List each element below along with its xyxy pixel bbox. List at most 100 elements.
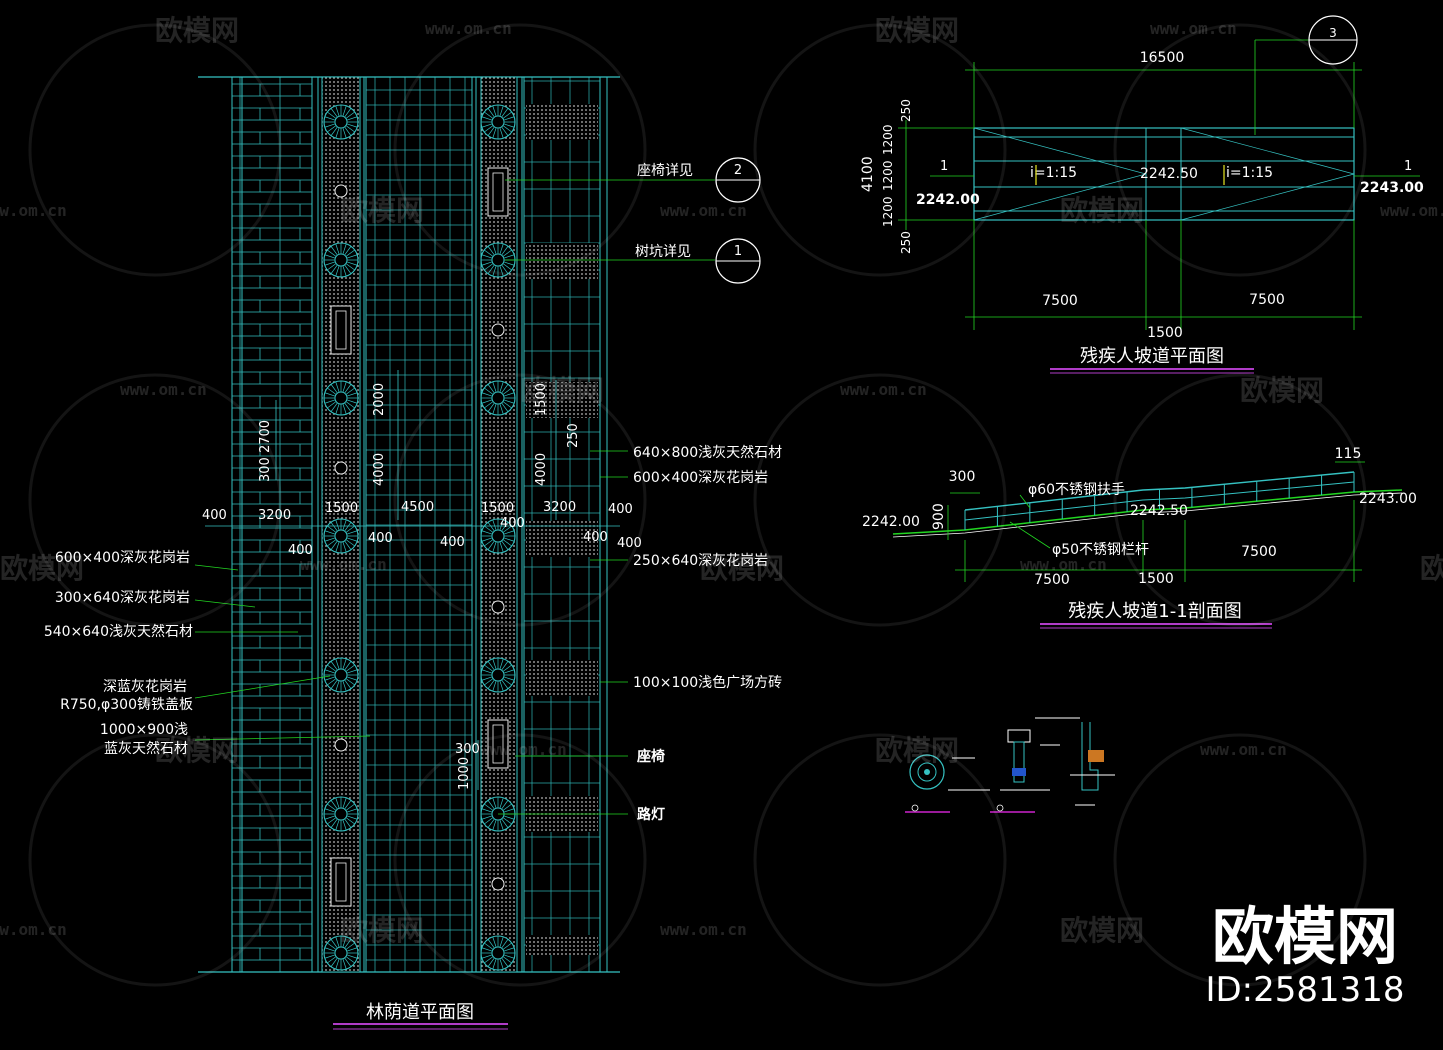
cut-mark-right: 1 <box>1404 159 1412 174</box>
watermark-brand: 欧模网 <box>875 14 959 47</box>
dim-text: 900 <box>931 503 947 530</box>
plan-leaders <box>194 179 715 815</box>
watermark-arc <box>753 23 1007 277</box>
dim-text: 7500 <box>1241 544 1277 560</box>
dim-text: 250 <box>566 423 581 448</box>
leader-line <box>1019 494 1031 509</box>
watermark-url: www.om.cn <box>120 380 207 399</box>
ramp-plan: 3 16500 7500 7500 1500 4100 250 1200 120… <box>860 15 1424 374</box>
dim-text: 1500 <box>534 383 549 416</box>
watermark-arc <box>1113 733 1367 987</box>
brand-logo-text: 欧模网 <box>1212 900 1398 973</box>
watermark-brand: 欧模网 <box>340 194 424 227</box>
watermark-arc <box>393 373 647 627</box>
material-label: 250×640深灰花岗岩 <box>633 553 768 569</box>
lamp-icon <box>491 877 505 891</box>
slab-line <box>892 492 1403 538</box>
watermark-brand: 欧模网 <box>1060 194 1144 227</box>
dim-text: 7500 <box>1042 293 1078 309</box>
central-paving <box>365 76 473 973</box>
railing-detail-anchor <box>1088 750 1104 762</box>
dim-text: 2000 <box>372 383 387 416</box>
watermark-url: www.om.cn <box>300 555 387 574</box>
dim-text: 7500 <box>1034 572 1070 588</box>
dim-text: 400 <box>440 535 465 550</box>
dim-text: 1500 <box>325 501 358 516</box>
dim-text: 400 <box>202 508 227 523</box>
watermark-brand: 欧模网 <box>155 14 239 47</box>
dim-text: 1000 <box>457 757 472 790</box>
left-tree-pits <box>323 104 359 971</box>
watermark-url: www.om.cn <box>660 920 747 939</box>
dim-text: 4000 <box>372 453 387 486</box>
slope-line <box>973 173 1147 221</box>
stone-block <box>526 935 598 955</box>
leader-line <box>194 675 331 699</box>
slope-label: i=1:15 <box>1030 165 1077 181</box>
watermark-url: www.om.cn <box>1380 201 1443 220</box>
leader-line <box>194 564 239 571</box>
watermark-arc <box>1113 373 1367 627</box>
lamp-icon <box>334 461 348 475</box>
callout-label-bench: 座椅详见 <box>637 163 693 179</box>
tree-pit-icon <box>480 518 516 554</box>
tree-pit-icon <box>480 657 516 693</box>
callout-ref-treepit: 1 <box>734 244 742 259</box>
elevation-label: 2243.00 <box>1360 180 1424 196</box>
dim-text: 300 <box>949 469 976 485</box>
material-label: 600×400深灰花岗岩 <box>633 470 768 486</box>
dim-text: 250 <box>899 99 913 122</box>
watermark-brand: 欧模网 <box>520 374 604 407</box>
elevation-label: 2242.00 <box>862 514 920 530</box>
small-details <box>905 717 1115 813</box>
watermark-brand: 欧模网 <box>700 552 784 585</box>
dim-text: 250 <box>899 231 913 254</box>
tree-pit-icon <box>480 380 516 416</box>
material-label: R750,φ300铸铁盖板 <box>60 697 193 713</box>
ground-line <box>892 489 1403 535</box>
material-label: 540×640浅灰天然石材 <box>44 623 193 640</box>
watermark-url: www.om.cn <box>1150 19 1237 38</box>
stone-block <box>526 243 598 279</box>
watermark-url: www.om.cn <box>1020 555 1107 574</box>
tree-pit-icon <box>323 104 359 140</box>
handrail-label: φ60不锈钢扶手 <box>1028 482 1125 498</box>
bench-seat <box>492 172 504 212</box>
dim-text: 400 <box>583 530 608 545</box>
bench <box>487 167 509 217</box>
dim-text: 3200 <box>543 500 576 515</box>
callout-ref-bench: 2 <box>734 163 742 178</box>
ramp-section: 300 115 900 7500 1500 7500 φ60不锈钢扶手 φ50不… <box>862 446 1417 629</box>
watermark-url: www.om.cn <box>1200 740 1287 759</box>
bench-seat <box>335 862 347 902</box>
tree-pit-detail-center <box>924 769 930 775</box>
watermark-url: www.om.cn <box>0 201 67 220</box>
watermark-arc <box>753 373 1007 627</box>
dim-text: 400 <box>617 536 642 551</box>
section-ref-number: 3 <box>1329 26 1337 40</box>
watermark-url: www.om.cn <box>660 201 747 220</box>
elevation-label: 2242.00 <box>916 192 980 208</box>
stone-block <box>526 660 598 696</box>
watermark-arcs <box>28 23 1367 987</box>
ramp-section-title: 残疾人坡道1-1剖面图 <box>1068 601 1241 622</box>
tree-pit-icon <box>323 935 359 971</box>
dim-text: 300 2700 <box>258 420 273 482</box>
dim-text: 1500 <box>1138 571 1174 587</box>
watermark-brand: 欧模网 <box>1240 374 1324 407</box>
right-tree-pits <box>480 104 516 971</box>
cut-mark-left: 1 <box>940 159 948 174</box>
bench <box>330 857 352 907</box>
dim-text: 16500 <box>1140 50 1185 66</box>
lamp-label: 路灯 <box>637 806 665 823</box>
leader-line <box>1009 521 1051 549</box>
material-label: 蓝灰天然石材 <box>104 740 188 757</box>
rail-line <box>964 481 1355 521</box>
benches <box>330 167 509 907</box>
section-dim-lines <box>947 461 1365 582</box>
left-planting-border <box>317 76 365 973</box>
watermarks: 欧模网 欧模网 欧模网 欧模网 欧模网 欧模网 欧模网 欧模网 欧模网 欧模网 … <box>0 14 1443 1010</box>
tree-pit-icon <box>480 935 516 971</box>
